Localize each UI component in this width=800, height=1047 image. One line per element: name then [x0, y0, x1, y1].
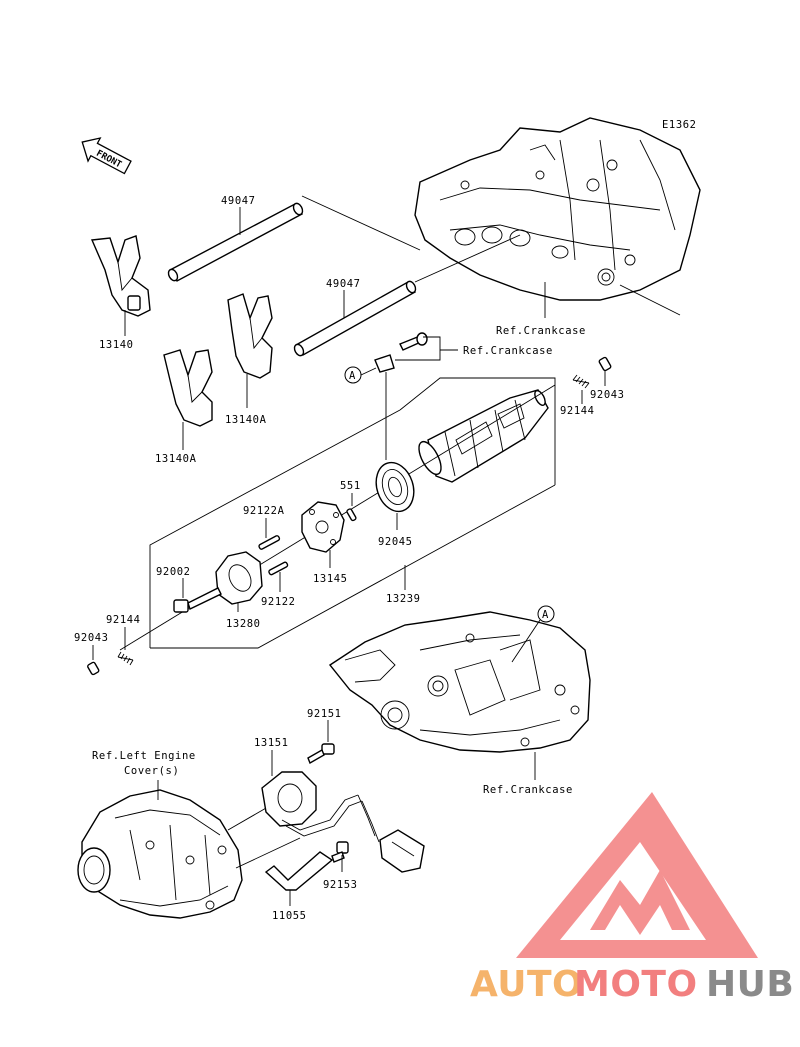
label-92122a: 92122A [243, 505, 285, 517]
watermark-text-moto: MOTO [574, 964, 698, 1005]
label-92144-left: 92144 [106, 614, 141, 626]
label-92153: 92153 [323, 879, 358, 891]
label-49047-b: 49047 [326, 278, 361, 290]
rod-ref-line-b [414, 234, 521, 283]
bolt-92002 [173, 587, 222, 613]
shift-rod-upper [167, 202, 304, 282]
pin-92043-right [598, 356, 612, 372]
ref-left-cover-label-1: Ref.Left Engine [92, 750, 196, 762]
label-92122: 92122 [261, 596, 296, 608]
label-13140a-right: 13140A [225, 414, 267, 426]
sensor-connector [379, 829, 425, 873]
drum-box-base [150, 484, 556, 649]
callout-a-bottom [537, 605, 555, 623]
callout-a-top-label: A [349, 370, 356, 382]
bearing-92045 [375, 461, 415, 513]
drum-box-top [399, 377, 556, 485]
bolt-92153 [331, 841, 349, 863]
bolt-92151 [307, 743, 335, 765]
watermark-text-auto: AUTO [470, 964, 583, 1005]
shift-drum [418, 389, 549, 483]
label-13140a-left: 13140A [155, 453, 197, 465]
label-13140: 13140 [99, 339, 134, 351]
ref-left-cover-label-2: Cover(s) [124, 765, 179, 777]
pin-92122 [268, 561, 289, 576]
label-13239: 13239 [386, 593, 421, 605]
shift-fork-13140a-right [227, 293, 273, 379]
label-92043-left: 92043 [74, 632, 109, 644]
drum-stopper-bolt [399, 332, 428, 351]
shift-fork-13140 [90, 235, 151, 317]
lower-crankcase [328, 611, 591, 753]
rod-ref-line-c [619, 284, 681, 316]
label-13145: 13145 [313, 573, 348, 585]
callout-a-top-lead [360, 367, 377, 376]
drum-box-bottom [149, 409, 401, 648]
label-13151: 13151 [254, 737, 289, 749]
left-engine-cover [77, 789, 243, 919]
label-13280: 13280 [226, 618, 261, 630]
callout-a-bottom-label: A [542, 609, 549, 621]
label-92151: 92151 [307, 708, 342, 720]
pin-551 [346, 508, 357, 522]
ref-crankcase-top-label: Ref.Crankcase [496, 325, 586, 337]
clamp-11055 [264, 851, 334, 891]
upper-crankcase [414, 117, 701, 301]
pin-92122a [258, 535, 281, 550]
ref-crankcase-bottom-label: Ref.Crankcase [483, 784, 573, 796]
pin-92043-left [87, 661, 100, 676]
drum-stopper-plate [374, 354, 395, 373]
ref-crankcase-bracket [395, 336, 441, 361]
label-92002: 92002 [156, 566, 191, 578]
label-92144-right: 92144 [560, 405, 595, 417]
diagram-id: E1362 [662, 119, 697, 131]
label-11055: 11055 [272, 910, 307, 922]
watermark-m-mark [590, 870, 690, 935]
front-arrow-icon: FRONT [81, 137, 132, 175]
cover-to-sensor-line-b [235, 837, 301, 869]
label-49047-a: 49047 [221, 195, 256, 207]
cam-13280 [215, 551, 263, 605]
label-551: 551 [340, 480, 361, 492]
callout-a-bottom-lead [511, 619, 541, 663]
holder-13145 [301, 501, 345, 553]
ref-crankcase-bolt-label: Ref.Crankcase [463, 345, 553, 357]
watermark-text-hub: HUB [706, 964, 794, 1005]
watermark-logo [516, 792, 758, 958]
shift-rod-lower [293, 280, 417, 357]
gear-position-sensor [261, 771, 380, 843]
spring-92144-left [117, 651, 134, 666]
spring-92144-right [572, 374, 590, 389]
shift-fork-13140a-left [163, 349, 213, 427]
rod-ref-line-a [301, 195, 421, 251]
label-92043-right: 92043 [590, 389, 625, 401]
label-92045: 92045 [378, 536, 413, 548]
